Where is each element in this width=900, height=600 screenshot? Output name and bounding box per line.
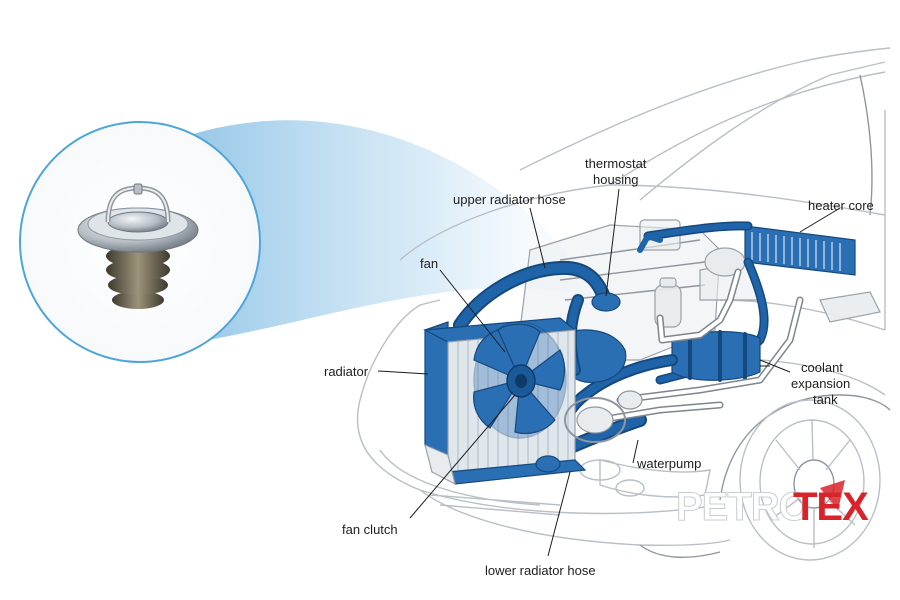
heater-pipes <box>596 268 804 424</box>
label-thermostat-housing-2: housing <box>593 172 639 187</box>
zoom-halo <box>175 120 600 345</box>
label-fan-clutch: fan clutch <box>342 522 398 537</box>
thermostat-part <box>77 183 199 309</box>
thermostat-inset <box>19 121 261 363</box>
labels: thermostat housing upper radiator hose h… <box>324 156 874 578</box>
leader-lines <box>377 188 841 557</box>
pulleys <box>564 390 643 443</box>
label-coolant-3: tank <box>813 392 838 407</box>
label-coolant-1: coolant <box>801 360 843 375</box>
fan <box>473 321 567 439</box>
car-body <box>356 47 891 561</box>
label-thermostat-housing-1: thermostat <box>585 156 647 171</box>
label-waterpump: waterpump <box>636 456 701 471</box>
label-heater-core: heater core <box>808 198 874 213</box>
front-wheel <box>739 399 881 561</box>
label-fan: fan <box>420 256 438 271</box>
label-lower-radiator-hose: lower radiator hose <box>485 563 596 578</box>
label-radiator: radiator <box>324 364 369 379</box>
brand-logo-part-white: PETRO <box>676 485 809 529</box>
heater-core <box>699 225 856 301</box>
brand-swoosh <box>820 480 845 510</box>
label-upper-radiator-hose: upper radiator hose <box>453 192 566 207</box>
label-coolant-2: expansion <box>791 376 850 391</box>
brand-logo: PETRO TEX <box>676 480 870 530</box>
